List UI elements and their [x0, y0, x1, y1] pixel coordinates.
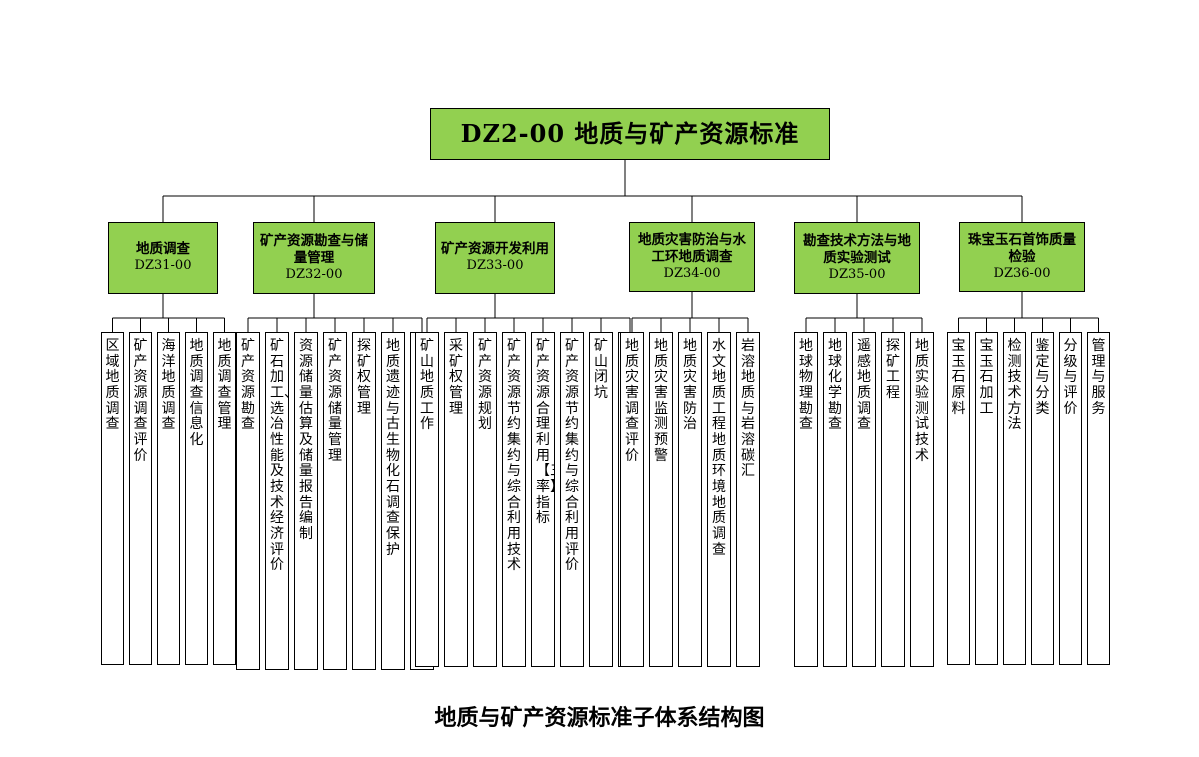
standard-item: 岩溶地质与岩溶碳汇 — [736, 332, 760, 667]
category-code: DZ32-00 — [285, 266, 343, 282]
standard-item: 检测技术方法 — [1003, 332, 1026, 665]
standard-item-label: 矿山闭坑 — [594, 338, 608, 402]
standard-item: 鉴定与分类 — [1031, 332, 1054, 665]
standard-item-label: 岩溶地质与岩溶碳汇 — [741, 338, 755, 480]
standard-item-label: 宝玉石原料 — [951, 338, 966, 417]
standard-item: 地质灾害监测预警 — [649, 332, 673, 667]
standard-item: 水文地质工程地质环境地质调查 — [707, 332, 731, 667]
standard-item: 宝玉石原料 — [947, 332, 970, 665]
standard-item-label: 探矿工程 — [886, 338, 900, 402]
standard-item-label: 海洋地质调查 — [161, 338, 176, 433]
standard-item-label: 矿产资源勘查 — [241, 338, 255, 433]
standard-item: 地球物理勘查 — [794, 332, 818, 667]
standard-item: 探矿权管理 — [352, 332, 376, 670]
category-name: 矿产资源开发利用 — [441, 241, 549, 258]
category-name: 矿产资源勘查与储量管理 — [260, 233, 368, 266]
standard-item: 矿山地质工作 — [415, 332, 439, 667]
standard-item-label: 地质灾害调查评价 — [625, 338, 639, 464]
standard-item-label: 资源储量估算及储量报告编制 — [299, 338, 313, 543]
standard-item: 地质遗迹与古生物化石调查保护 — [381, 332, 405, 670]
standard-item: 地质调查管理 — [213, 332, 236, 665]
standard-item: 矿山闭坑 — [589, 332, 613, 667]
standard-item-label: 地质灾害防治 — [683, 338, 697, 433]
category-code: DZ33-00 — [466, 258, 524, 274]
standard-item: 探矿工程 — [881, 332, 905, 667]
standard-item: 地质调查信息化 — [185, 332, 208, 665]
standard-item-label: 鉴定与分类 — [1035, 338, 1050, 417]
standard-item: 矿产资源节约集约与综合利用评价 — [560, 332, 584, 667]
diagram-caption: 地质与矿产资源标准子体系结构图 — [434, 705, 765, 731]
standard-item: 宝玉石加工 — [975, 332, 998, 665]
standard-item: 分级与评价 — [1059, 332, 1082, 665]
standard-item: 矿产资源节约集约与综合利用技术 — [502, 332, 526, 667]
standard-item: 区域地质调查 — [101, 332, 124, 665]
standard-item: 矿产资源调查评价 — [129, 332, 152, 665]
category-name: 勘查技术方法与地质实验测试 — [803, 233, 911, 266]
standard-item-label: 区域地质调查 — [105, 338, 120, 433]
category-code: DZ34-00 — [663, 265, 721, 281]
root-node-label: DZ2-00 地质与矿产资源标准 — [460, 119, 800, 148]
category-code: DZ36-00 — [993, 265, 1051, 281]
standard-item-label: 地球物理勘查 — [799, 338, 813, 433]
standard-item: 矿产资源规划 — [473, 332, 497, 667]
standard-item-label: 矿石加工、选冶性能及技术经济评价 — [270, 338, 288, 574]
standard-item: 遥感地质调查 — [852, 332, 876, 667]
standard-item-label: 矿产资源节约集约与综合利用技术 — [507, 338, 521, 574]
standard-item-label: 矿产资源节约集约与综合利用评价 — [565, 338, 579, 574]
standard-item-label: 地质灾害监测预警 — [654, 338, 668, 464]
standard-item-label: 地质调查信息化 — [189, 338, 204, 449]
standard-item-label: 遥感地质调查 — [857, 338, 871, 433]
standard-item-label: 地质遗迹与古生物化石调查保护 — [386, 338, 400, 558]
category-name: 珠宝玉石首饰质量检验 — [968, 232, 1076, 265]
category-code: DZ35-00 — [828, 266, 886, 282]
standard-item-label: 宝玉石加工 — [979, 338, 994, 417]
standard-item: 管理与服务 — [1087, 332, 1110, 665]
standard-item-label: 地质调查管理 — [217, 338, 232, 433]
standard-item-label: 矿产资源规划 — [478, 338, 492, 433]
standard-item-label: 采矿权管理 — [449, 338, 463, 417]
standard-item-label: 管理与服务 — [1091, 338, 1106, 417]
category-name: 地质灾害防治与水工环地质调查 — [638, 232, 746, 265]
standard-item: 地质实验测试技术 — [910, 332, 934, 667]
standard-item: 海洋地质调查 — [157, 332, 180, 665]
standard-item-label: 水文地质工程地质环境地质调查 — [712, 338, 726, 558]
standard-item-label: 矿产资源合理利用【三率】指标 — [536, 338, 554, 527]
standard-item-label: 矿山地质工作 — [420, 338, 434, 433]
standard-item: 资源储量估算及储量报告编制 — [294, 332, 318, 670]
standard-item: 地质灾害防治 — [678, 332, 702, 667]
standard-item-label: 地球化学勘查 — [828, 338, 842, 433]
standard-item-label: 矿产资源储量管理 — [328, 338, 342, 464]
standard-item-label: 矿产资源调查评价 — [133, 338, 148, 464]
standard-item-label: 分级与评价 — [1063, 338, 1078, 417]
root-node: DZ2-00 地质与矿产资源标准 — [430, 108, 830, 160]
standard-item: 采矿权管理 — [444, 332, 468, 667]
category-code: DZ31-00 — [134, 258, 192, 274]
standard-item: 矿产资源勘查 — [236, 332, 260, 670]
standard-item: 矿产资源合理利用【三率】指标 — [531, 332, 555, 667]
standard-item-label: 探矿权管理 — [357, 338, 371, 417]
standard-item-label: 地质实验测试技术 — [915, 338, 929, 464]
standard-item: 矿产资源储量管理 — [323, 332, 347, 670]
standard-item: 矿石加工、选冶性能及技术经济评价 — [265, 332, 289, 670]
category-name: 地质调查 — [136, 241, 190, 258]
standard-item-label: 检测技术方法 — [1007, 338, 1022, 433]
standard-item: 地球化学勘查 — [823, 332, 847, 667]
standard-item: 地质灾害调查评价 — [620, 332, 644, 667]
